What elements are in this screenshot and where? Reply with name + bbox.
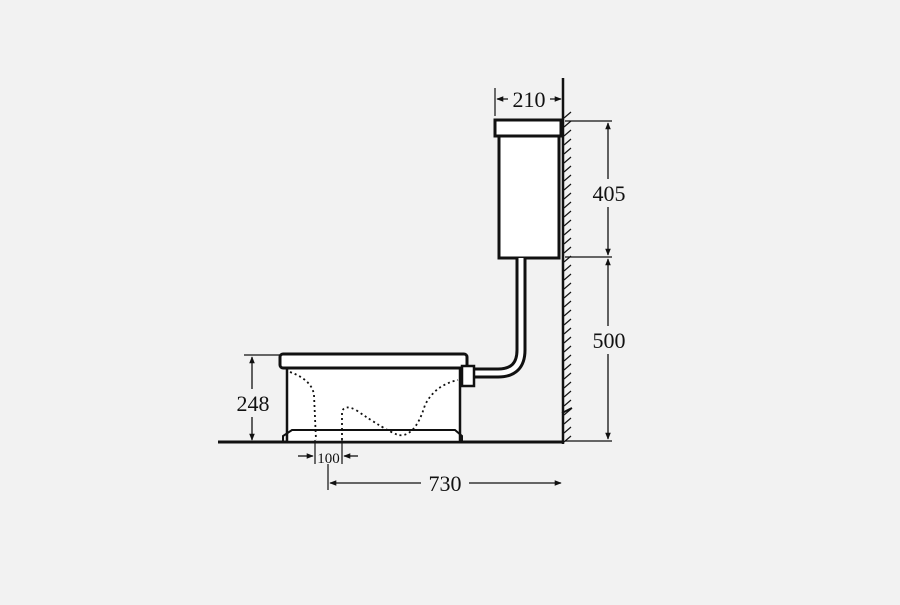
hatch-mark: [563, 354, 572, 362]
hatch-mark: [563, 147, 572, 155]
hatch-mark: [563, 426, 572, 434]
cistern-lid: [493, 118, 563, 138]
hatch-mark: [563, 201, 572, 209]
hatch-mark: [563, 120, 572, 128]
dimension-label-405: 405: [593, 181, 626, 206]
flush-pipe: [474, 258, 527, 379]
dimension-pan-height: 248: [232, 354, 280, 441]
hatch-mark: [563, 237, 572, 245]
cistern-body: [497, 134, 561, 260]
hatch-mark: [563, 363, 572, 371]
hatch-mark: [563, 228, 572, 236]
hatch-mark: [563, 318, 572, 326]
hatch-mark: [563, 183, 572, 191]
dimension-label-730: 730: [429, 471, 462, 496]
dimension-tank-height: 405: [565, 120, 631, 258]
hatch-mark: [563, 282, 572, 290]
dimension-label-210: 210: [513, 87, 546, 112]
hatch-mark: [563, 138, 572, 146]
hatch-mark: [563, 300, 572, 308]
trap-left-dotted: [289, 371, 317, 441]
hatch-mark: [563, 210, 572, 218]
hatch-mark: [563, 111, 572, 119]
hatch-mark: [563, 192, 572, 200]
wall: [561, 78, 572, 444]
hatch-mark: [563, 381, 572, 389]
dimension-outlet-offset: 100: [298, 440, 358, 467]
dimension-total-depth: 730: [327, 464, 562, 497]
dimension-label-500: 500: [593, 328, 626, 353]
pan-inlet: [460, 364, 476, 388]
dimension-tank-depth: 210: [494, 86, 562, 116]
hatch-mark: [563, 165, 572, 173]
dimension-tank-elevation: 500: [565, 258, 631, 442]
dimension-label-100: 100: [317, 451, 340, 467]
cistern-tank: [493, 118, 563, 260]
hatch-mark: [563, 336, 572, 344]
hatch-mark: [563, 390, 572, 398]
hatch-mark: [563, 372, 572, 380]
hatch-mark: [563, 345, 572, 353]
hatch-mark: [563, 273, 572, 281]
wall-hatching: [563, 111, 572, 443]
hatch-mark: [563, 264, 572, 272]
dimension-label-248: 248: [237, 391, 270, 416]
toilet-pan: [278, 352, 476, 444]
hatch-mark: [563, 156, 572, 164]
hatch-mark: [563, 327, 572, 335]
hatch-mark: [563, 246, 572, 254]
hatch-mark: [563, 399, 572, 407]
hatch-mark: [563, 174, 572, 182]
hatch-mark: [563, 309, 572, 317]
pan-foot: [282, 429, 463, 442]
pan-rim: [278, 352, 469, 370]
hatch-mark: [563, 219, 572, 227]
wall-connector: [561, 407, 573, 414]
trap-right-dotted: [341, 379, 459, 440]
hatch-mark: [563, 129, 572, 137]
hatch-mark: [563, 417, 572, 425]
hatch-mark: [563, 291, 572, 299]
